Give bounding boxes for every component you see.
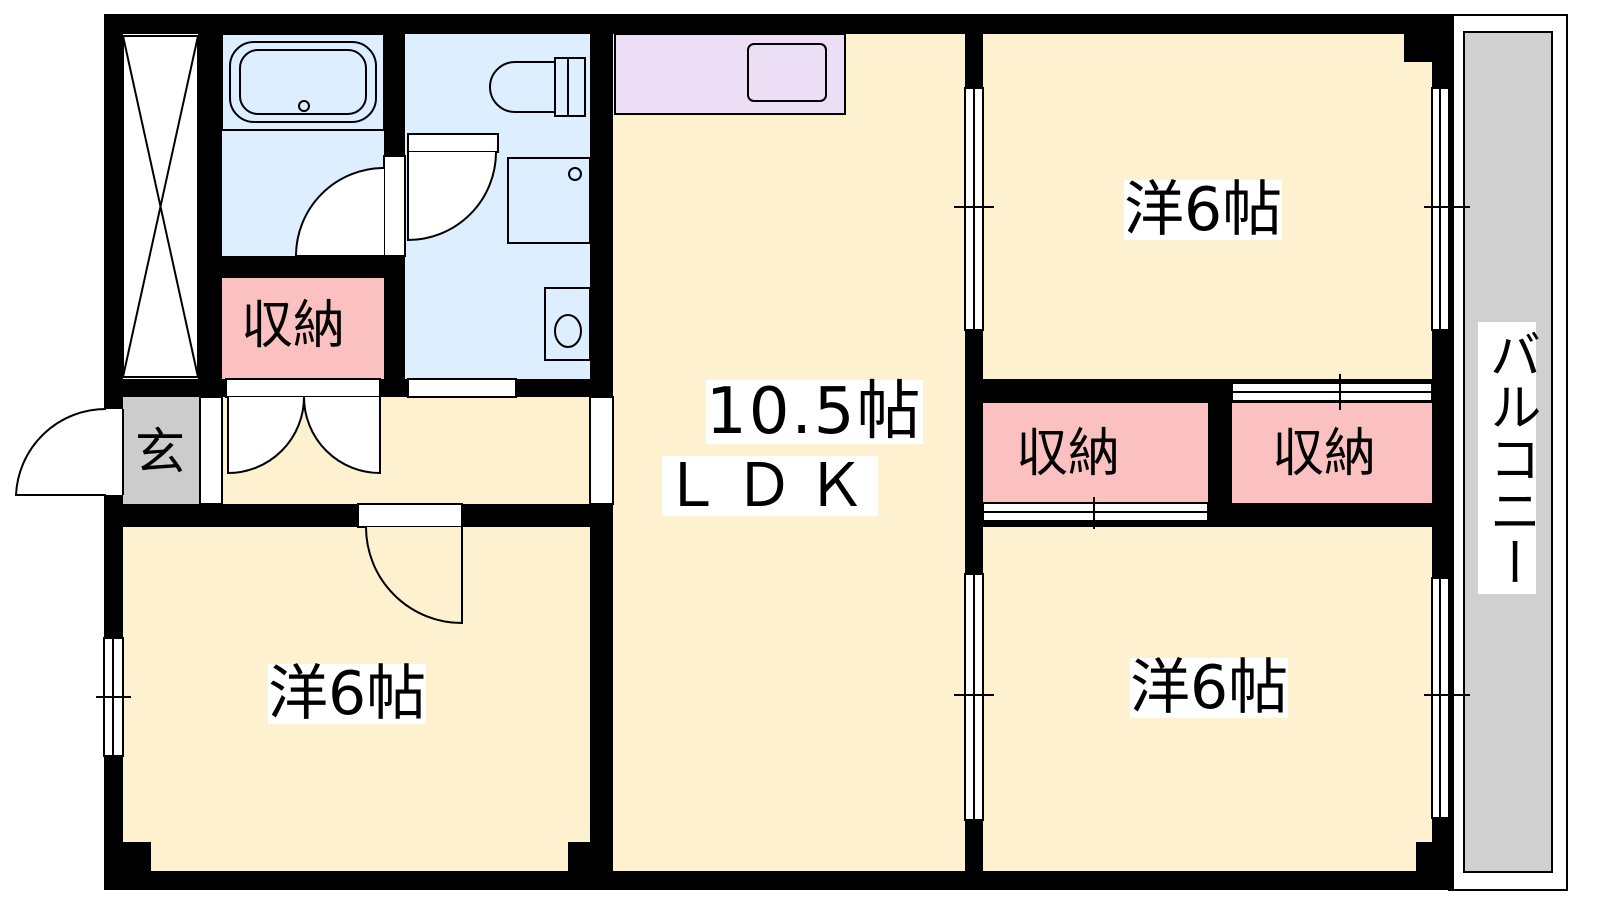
- bathroom-door-swing: [294, 167, 385, 257]
- ldk-room: [613, 34, 965, 871]
- storage-middle-label: 収納: [1016, 424, 1121, 484]
- window-balcony-top: [1424, 87, 1470, 331]
- pillar: [568, 842, 590, 871]
- entrance-door-swing: [14, 407, 107, 496]
- bathtub-icon: [221, 33, 385, 131]
- window-balcony-bottom: [1424, 577, 1470, 819]
- bedroom-top-right-label: 洋6帖: [1124, 175, 1283, 245]
- kitchen-sink-icon: [747, 43, 827, 102]
- sliding-door-storage-middle: [982, 497, 1209, 529]
- storage-left-label: 収納: [241, 296, 346, 356]
- bedroom-door-swing: [365, 526, 463, 625]
- balcony-label: バルコニー: [1478, 322, 1540, 594]
- storage-double-door-swing: [227, 396, 381, 475]
- sliding-door-storage-right: [1231, 374, 1433, 410]
- pillar: [1416, 842, 1432, 871]
- ldk-name-label: ＬＤＫ: [662, 451, 878, 521]
- sliding-door-ldk-top: [954, 87, 994, 331]
- toilet: [405, 34, 590, 134]
- pillar: [1404, 34, 1432, 62]
- window-left-bedroom: [96, 637, 131, 757]
- sink-icon: [544, 287, 591, 361]
- toilet-door-swing: [407, 151, 497, 242]
- sliding-door-ldk-bottom: [954, 573, 994, 821]
- entrance-label: 玄: [135, 423, 185, 481]
- bedroom-bottom-right-label: 洋6帖: [1130, 653, 1289, 723]
- closet-x-mark: [122, 35, 199, 378]
- entrance-opening: [104, 409, 123, 495]
- bedroom-bottom-left-label: 洋6帖: [268, 659, 427, 729]
- ldk-size-label: 10.5帖: [706, 375, 923, 449]
- pillar: [123, 842, 151, 871]
- toilet-icon: [489, 57, 586, 117]
- storage-right-label: 収納: [1272, 424, 1377, 484]
- washing-machine-icon: [507, 157, 591, 244]
